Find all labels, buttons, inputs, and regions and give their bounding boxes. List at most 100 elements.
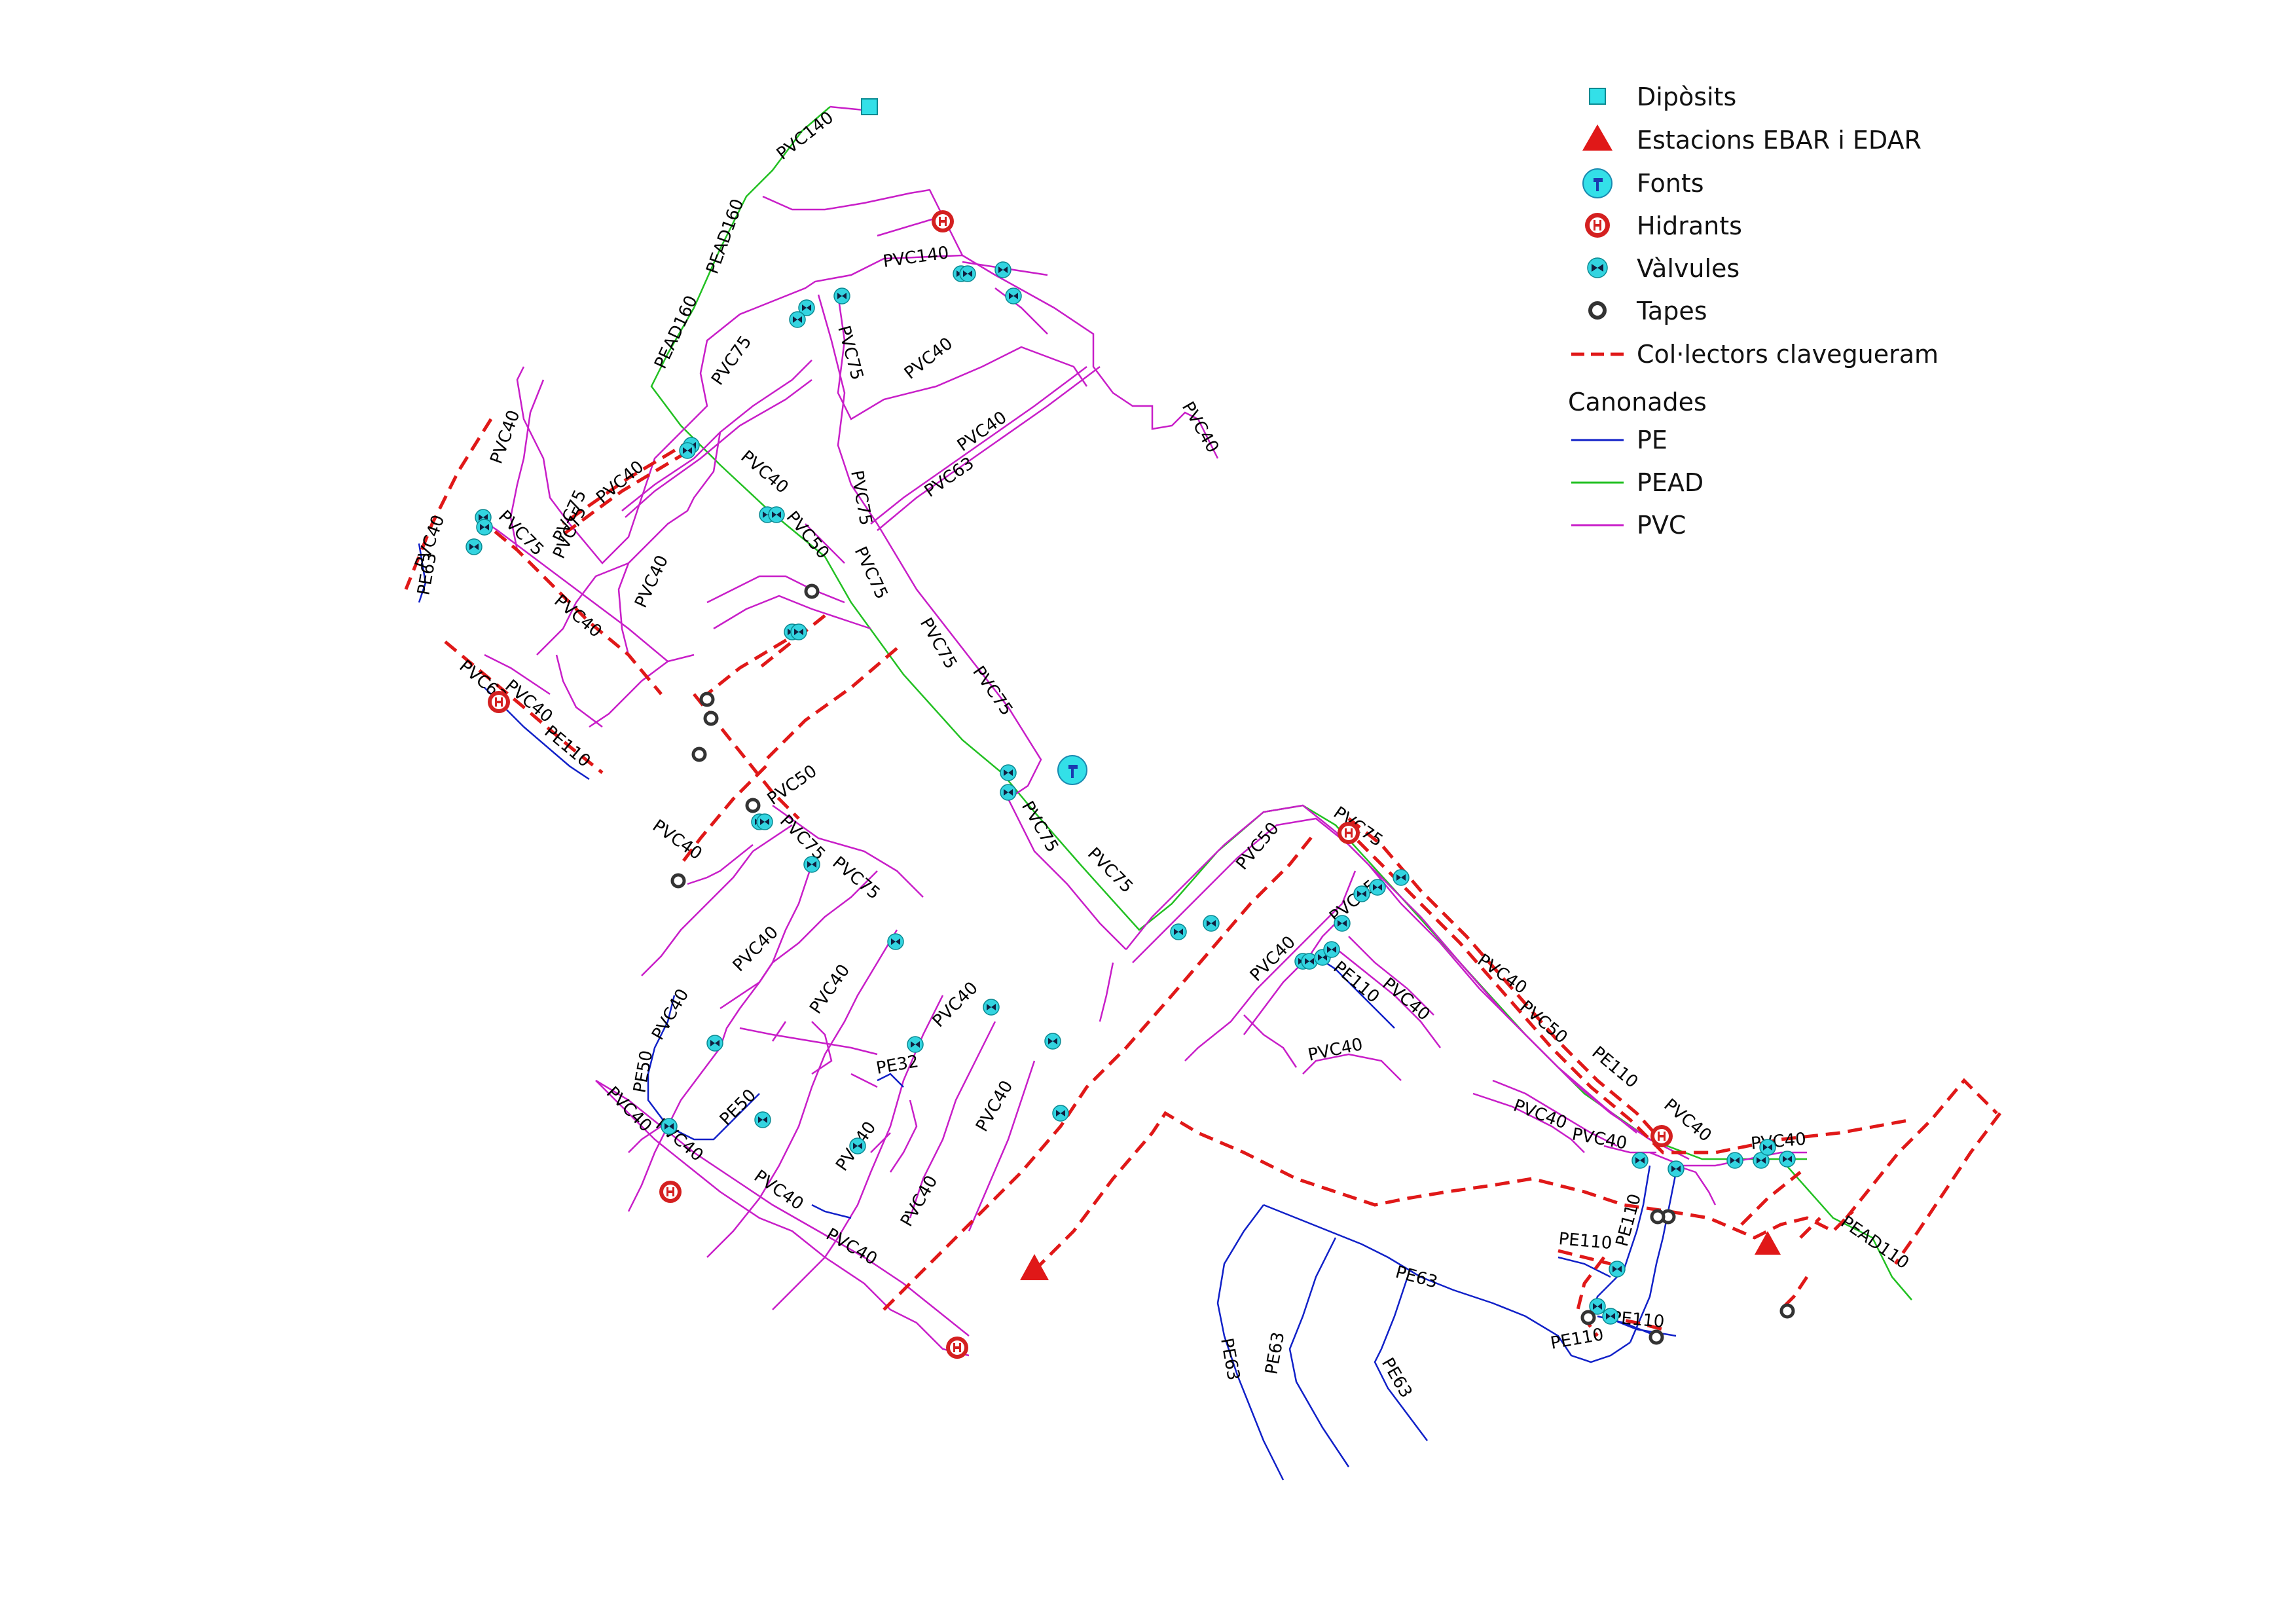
legend-label-caps: Tapes [1636,297,1707,325]
valve-icon [887,933,904,950]
valve-icon [1779,1151,1796,1168]
pipe-label: PVC140 [882,243,950,272]
valve-icon [1203,915,1220,932]
pipe-label: PVC75 [847,469,875,527]
pipe-label: PVC40 [954,408,1011,456]
pipe-label: PEAD160 [702,196,748,277]
legend-pipes-title: Canonades [1568,388,1707,416]
valve-icon [1753,1152,1770,1169]
cap-icon [670,873,686,889]
pipe-label: PVC75 [776,811,829,864]
valve-icon [1000,764,1017,781]
pipe-label: PVC40 [897,1172,941,1230]
valve-icon [1726,1152,1743,1169]
valve-icon [1044,1033,1061,1050]
station-icon [1020,1254,1049,1280]
cap-icon [804,583,820,599]
stations [1020,1231,1781,1280]
pipe-label: PVC75 [968,663,1016,720]
deposit-icon [861,98,878,115]
hydrant-icon [932,210,954,232]
cap-icon [699,692,715,707]
hydrant-icon [1338,822,1360,844]
legend-label-fountains: Fonts [1637,169,1704,198]
pipe-label: PVC40 [1306,1035,1364,1065]
pvc-pipes [477,105,1807,1357]
pipe-label: PVC40 [1511,1096,1570,1133]
valves [465,261,1796,1325]
cap-icon [1649,1329,1664,1345]
pipe-label: PVC40 [486,408,524,467]
cap-icon [745,798,761,813]
pipe-label: PVC40 [1379,974,1434,1024]
pipe-label: PVC40 [729,923,782,976]
pipe-label: PVC40 [737,447,792,497]
valve-icon [1323,941,1340,958]
pipe-label: PVC140 [773,108,837,164]
valve-icon [983,999,1000,1016]
valve-icon [959,265,976,282]
valve-icon [1587,257,1608,278]
valve-icon [1005,287,1022,304]
pipe-label: PVC50 [1232,819,1283,874]
valve-icon [790,623,807,640]
pipe-label: PVC75 [1017,798,1062,856]
pipe-label: PE110 [1588,1043,1642,1092]
legend-label-collectors: Col·lectors clavegueram [1637,340,1939,369]
pipe-label: PVC75 [1084,844,1137,897]
cap-icon [1580,1310,1596,1325]
pipe-label: PVC40 [972,1077,1017,1135]
valve-icon [1759,1139,1776,1156]
pipe-label: PE63 [1216,1337,1243,1382]
valve-icon [798,299,815,316]
pipe-label: PVC75 [708,332,756,389]
valve-icon [849,1137,866,1154]
pipe-label: PVC50 [782,507,833,563]
hydrant-icon [659,1181,682,1203]
hydrant-icon [946,1337,968,1359]
cap-icon [703,710,719,726]
valve-icon [789,311,806,328]
legend-label-pvc: PVC [1637,511,1686,540]
pipe-label: PEAD160 [651,293,702,372]
legend-label-pead: PEAD [1637,468,1704,497]
valve-icon [1667,1160,1685,1177]
pipe-label: PVC75 [916,615,960,673]
valve-icon [706,1035,723,1052]
valve-icon [1609,1261,1626,1278]
legend-label-hydrants: Hidrants [1637,212,1742,240]
valve-icon [1170,923,1187,940]
valve-icon [1369,879,1386,896]
pipe-label: PVC75 [829,853,884,903]
pipe-label: PE50 [716,1086,760,1130]
valve-icon [756,813,773,830]
legend-label-valves: Vàlvules [1637,254,1740,283]
pe-pipes [418,543,1677,1481]
legend-label-pe: PE [1637,426,1667,454]
legend: Dipòsits Estacions EBAR i EDAR Fonts Hid… [1568,83,1939,540]
pipe-label: PVC50 [764,762,821,809]
pead-pipes [650,106,1912,1301]
pipe-label: PVC40 [1750,1130,1807,1154]
valve-icon [907,1036,924,1053]
cap-icon [1650,1209,1666,1225]
valve-icon [1393,869,1410,886]
pipe-label: PVC40 [1571,1124,1629,1153]
legend-label-deposits: Dipòsits [1637,83,1736,111]
caps [670,583,1795,1345]
pipe-label: PVC40 [929,978,982,1031]
pipe-label: PE32 [875,1052,920,1079]
valve-icon [1334,915,1351,932]
valve-icon [1602,1308,1619,1325]
valve-icon [994,261,1011,278]
deposit-icon [1589,88,1606,105]
pipe-label: PVC40 [901,334,957,384]
sewer-collectors [404,418,2001,1337]
pipe-label: PVC40 [1178,399,1222,456]
pipe-label: PVC40 [750,1166,807,1214]
cap-icon [1779,1303,1795,1319]
hydrant-icon [1585,213,1610,238]
valve-icon [465,538,483,555]
valve-icon [803,856,820,873]
